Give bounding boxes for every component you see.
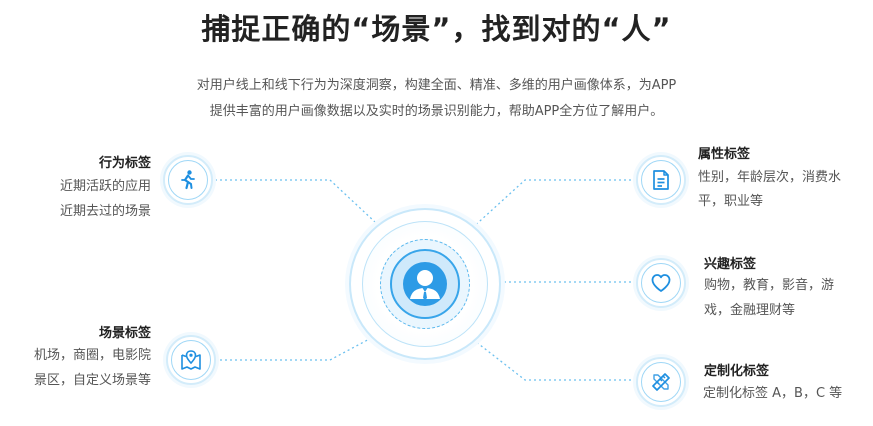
user-avatar-icon [390,249,460,319]
interest-tag-line-1: 购物，教育，影音，游 [704,278,835,293]
ruler-pencil-icon [652,373,670,391]
scene-tag-badge [166,335,216,385]
custom-tag-badge [636,357,686,407]
interest-tag-line-2: 戏，金融理财等 [704,303,796,318]
interest-tag-title: 兴趣标签 [704,257,757,272]
attribute-tag-badge [636,155,686,205]
running-person-icon [181,170,195,190]
description-line-1: 对用户线上和线下行为为深度洞察，构建全面、精准、多维的用户画像体系，为APP [196,78,677,93]
scene-tag-line-2: 景区，自定义场景等 [33,373,151,388]
connector-behavior [215,179,406,251]
custom-tag-title: 定制化标签 [704,364,770,379]
description-line-2: 提供丰富的用户画像数据以及实时的场景识别能力，帮助APP全方位了解用户。 [209,104,664,119]
attribute-tag-line-1: 性别，年龄层次，消费水 [698,170,842,185]
scene-tag-title: 场景标签 [98,326,151,341]
behavior-tag-line-1: 近期活跃的应用 [59,179,151,194]
scene-tag-line-1: 机场，商圈，电影院 [33,348,151,363]
behavior-tag-title: 行为标签 [98,156,151,171]
page-title: 捕捉正确的“场景”，找到对的“人” [201,12,672,46]
behavior-tag-badge [163,155,213,205]
attribute-tag-line-2: 平，职业等 [698,194,764,209]
document-icon [653,170,669,190]
heart-icon [651,274,671,292]
behavior-tag-line-2: 近期去过的场景 [59,204,151,219]
interest-tag-badge [636,258,686,308]
attribute-tag-title: 属性标签 [698,147,751,162]
map-pin-icon [181,350,201,370]
custom-tag-line-1: 定制化标签 A，B，C 等 [703,386,843,401]
